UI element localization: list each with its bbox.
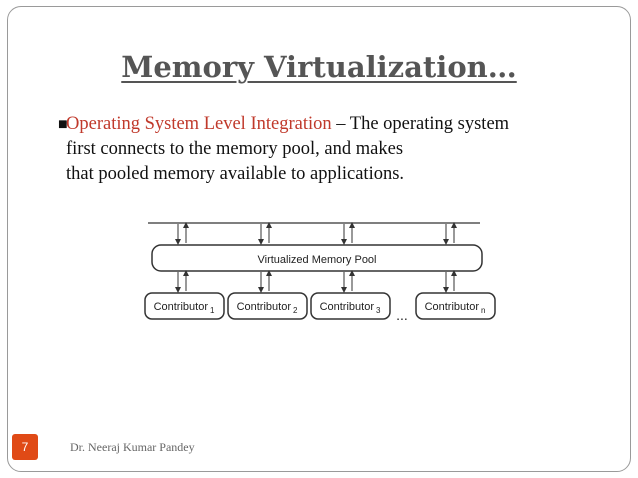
bullet-line1-rest: The operating system bbox=[349, 114, 510, 134]
bottom-arrows bbox=[175, 270, 457, 293]
bullet-marker-icon: ■ bbox=[58, 116, 68, 133]
virtualized-pool-box bbox=[151, 244, 483, 272]
page-number-badge: 7 bbox=[12, 434, 38, 460]
footer-author: Dr. Neeraj Kumar Pandey bbox=[70, 440, 195, 454]
bullet-dash: – bbox=[331, 114, 350, 134]
bullet-line-1: Operating System Level Integration – The… bbox=[66, 112, 596, 137]
bullet-line-2: first connects to the memory pool, and m… bbox=[66, 139, 404, 159]
slide-title: Memory Virtualization… bbox=[121, 50, 517, 84]
contributors-ellipsis: ... bbox=[396, 307, 408, 323]
top-arrows bbox=[175, 222, 457, 245]
bullet-text: ■ Operating System Level Integration – T… bbox=[58, 112, 596, 187]
pool-label: Virtualized Memory Pool bbox=[257, 254, 376, 266]
bullet-highlight: Operating System Level Integration bbox=[66, 114, 332, 134]
slide-frame bbox=[7, 6, 631, 472]
bullet-line-3: that pooled memory available to applicat… bbox=[66, 164, 405, 184]
